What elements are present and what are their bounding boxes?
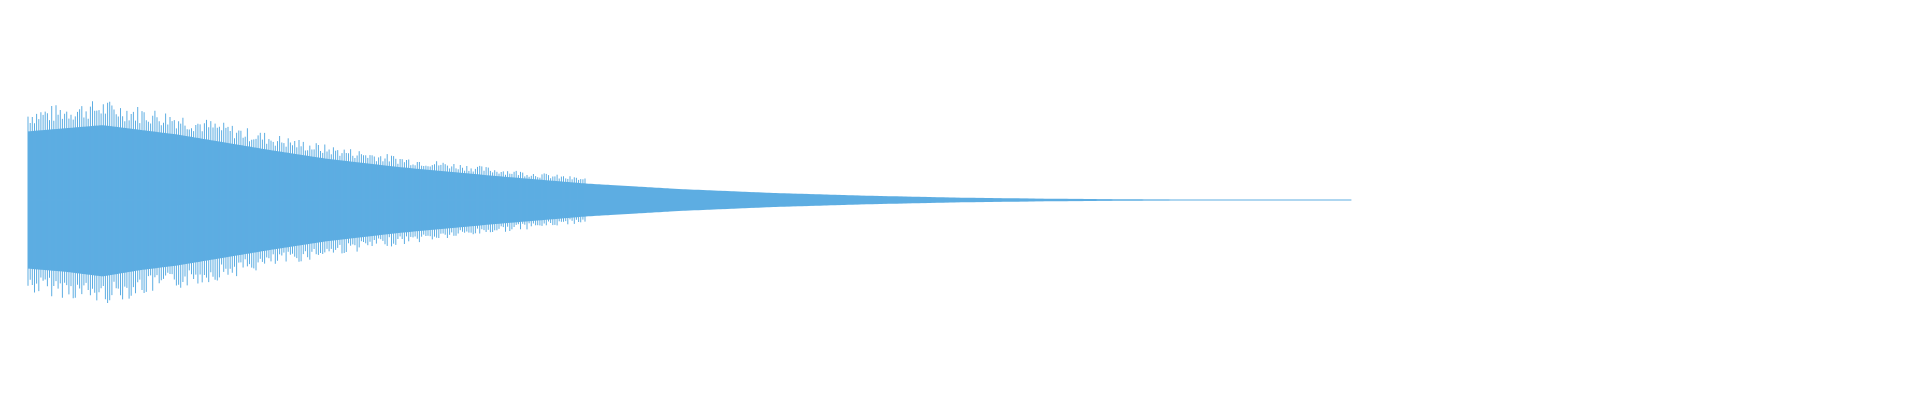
waveform-envelope bbox=[28, 125, 1352, 277]
